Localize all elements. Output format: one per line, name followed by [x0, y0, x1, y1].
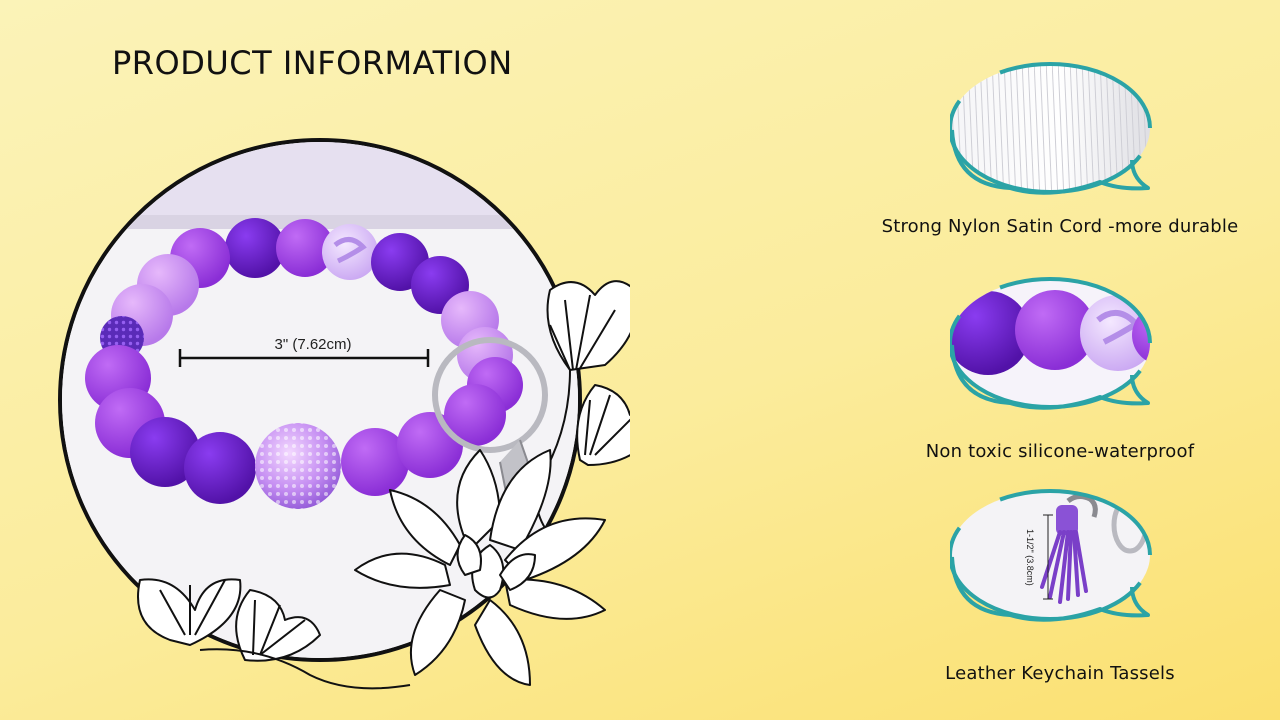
- silicone-beads-photo: [950, 277, 1152, 410]
- tassel-measure-label: 1-1/2" (3.8cm): [1025, 529, 1035, 586]
- bead: [130, 417, 200, 487]
- bead: [184, 432, 256, 504]
- feature-label: Leather Keychain Tassels: [945, 663, 1175, 684]
- bead: [276, 219, 334, 277]
- bead: [225, 218, 285, 278]
- keyring: [432, 337, 548, 453]
- feature-tassel: 1-1/2" (3.8cm) Leather Keychain Tassels: [850, 487, 1270, 684]
- satin-cord-photo: [950, 62, 1152, 195]
- bead: [341, 428, 409, 496]
- feature-label: Strong Nylon Satin Cord -more durable: [881, 216, 1239, 237]
- bead: [322, 224, 378, 280]
- measure-label: 3" (7.62cm): [274, 336, 351, 353]
- page-title: PRODUCT INFORMATION: [112, 44, 513, 82]
- feature-label: Non toxic silicone-waterproof: [925, 441, 1195, 462]
- feature-satin-cord: Strong Nylon Satin Cord -more durable: [850, 60, 1270, 237]
- feature-silicone: Non toxic silicone-waterproof: [850, 275, 1270, 462]
- bracelet-photo: 3" (7.62cm): [58, 138, 630, 690]
- tassel-photo: 1-1/2" (3.8cm): [950, 489, 1152, 622]
- bead: [444, 384, 506, 446]
- floral-outline-icon: [137, 280, 630, 690]
